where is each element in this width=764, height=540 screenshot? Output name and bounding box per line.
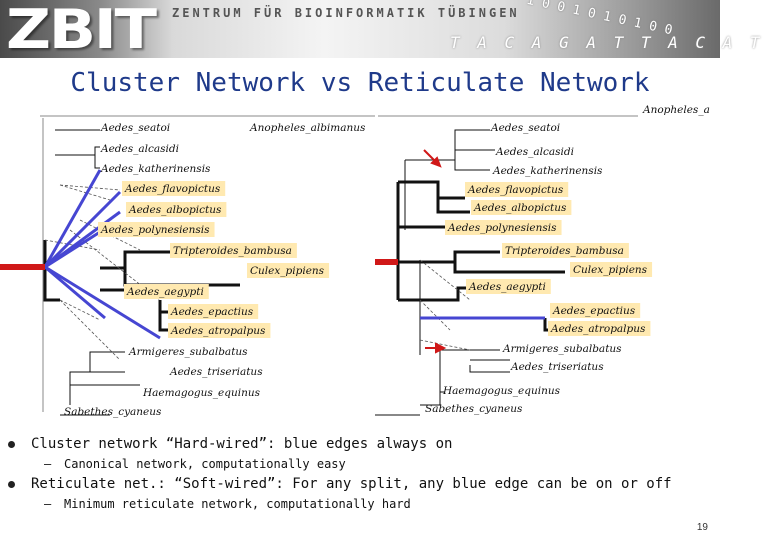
bullet-text: Cluster network “Hard-wired”: blue edges…	[31, 436, 453, 452]
taxon-label: Haemagogus_equinus	[442, 385, 561, 397]
sub-bullet-item: –Minimum reticulate network, computation…	[44, 497, 411, 511]
red-arrow-icon	[425, 342, 447, 354]
taxon-label: Aedes_epactius	[170, 306, 254, 318]
slide-title: Cluster Network vs Reticulate Network	[70, 68, 650, 98]
taxon-label: Aedes_flavopictus	[124, 183, 221, 195]
taxon-label: Sabethes_cyaneus	[64, 406, 162, 418]
taxon-label: Aedes_alcasidi	[100, 143, 179, 155]
right-labels: Anopheles_aAedes_seatoiAedes_alcasidiAed…	[425, 104, 710, 415]
taxon-highlight	[170, 243, 297, 258]
page-number: 19	[696, 522, 708, 533]
taxon-label: Armigeres_subalbatus	[128, 346, 248, 358]
taxon-label: Aedes_epactius	[552, 305, 636, 317]
left-blue-edges	[43, 169, 161, 340]
taxon-label: Aedes_katherinensis	[492, 165, 603, 177]
taxon-label: Aedes_katherinensis	[100, 163, 211, 175]
sub-bullet-text: Canonical network, computationally easy	[64, 457, 346, 471]
sub-bullet-item: –Canonical network, computationally easy	[44, 457, 346, 471]
taxon-label: Aedes_albopictus	[128, 204, 222, 216]
taxon-label: Aedes_polynesiensis	[447, 222, 557, 234]
taxon-label: Aedes_polynesiensis	[100, 224, 210, 236]
taxon-label: Aedes_triseriatus	[510, 361, 604, 373]
taxon-highlight	[98, 222, 215, 237]
taxon-label: Aedes_atropalpus	[170, 325, 266, 337]
taxon-label: Aedes_albopictus	[473, 202, 567, 214]
bullet-dot-icon	[8, 480, 15, 488]
red-arrow-icon	[423, 149, 442, 168]
taxon-label: Aedes_seatoi	[490, 122, 560, 134]
bullet-text: Reticulate net.: “Soft-wired”: For any s…	[31, 476, 672, 492]
right-reticulate-network: Anopheles_aAedes_seatoiAedes_alcasidiAed…	[375, 104, 710, 416]
taxon-label: Aedes_seatoi	[100, 122, 170, 134]
left-tree-edges	[55, 129, 140, 416]
taxon-label: Aedes_flavopictus	[467, 184, 564, 196]
taxon-highlight	[126, 202, 227, 217]
taxon-highlight	[122, 181, 226, 196]
taxon-label: Aedes_atropalpus	[550, 323, 646, 335]
right-dashed-edges	[419, 259, 471, 351]
taxon-highlight	[168, 304, 259, 319]
taxon-highlight	[124, 284, 209, 299]
sub-bullet-text: Minimum reticulate network, computationa…	[64, 497, 411, 511]
taxon-label: Tripteroides_bambusa	[173, 245, 292, 257]
dash-icon: –	[44, 497, 52, 511]
taxon-highlight	[471, 200, 572, 215]
taxon-highlight	[445, 220, 562, 235]
bullet-item: Cluster network “Hard-wired”: blue edges…	[8, 436, 452, 452]
taxon-highlight	[550, 303, 641, 318]
taxon-label: Tripteroides_bambusa	[505, 245, 624, 257]
bullet-dot-icon	[8, 440, 15, 448]
dna-sequence-decoration: T A C A G A T T A C A T	[450, 33, 764, 52]
dash-icon: –	[44, 457, 52, 471]
left-cluster-network: Aedes_seatoi Anopheles_albimanusAedes_alc…	[0, 115, 375, 418]
taxon-highlight	[570, 262, 653, 277]
right-thick-edges	[396, 180, 565, 332]
taxon-highlight	[466, 279, 551, 294]
taxon-highlight	[465, 182, 569, 197]
taxon-highlight	[168, 323, 271, 338]
networks-diagram: Aedes_seatoi Anopheles_albimanusAedes_alc…	[0, 104, 710, 418]
taxon-label: Culex_pipiens	[573, 264, 648, 276]
taxon-label: Aedes_triseriatus	[169, 366, 263, 378]
taxon-label: Aedes_alcasidi	[495, 146, 574, 158]
left-thick-edges	[43, 240, 240, 332]
taxon-label: Haemagogus_equinus	[142, 387, 261, 399]
taxon-label: Anopheles_albimanus	[249, 122, 366, 134]
taxon-label: Culex_pipiens	[250, 265, 325, 277]
taxon-label: Anopheles_a	[642, 104, 710, 116]
bullet-item: Reticulate net.: “Soft-wired”: For any s…	[8, 476, 672, 492]
zbit-logo: ZBIT	[6, 0, 157, 61]
taxon-highlight	[247, 263, 330, 278]
taxon-label: Sabethes_cyaneus	[425, 403, 523, 415]
taxon-highlight	[502, 243, 629, 258]
right-tree-edges	[375, 129, 510, 416]
left-labels: Aedes_seatoi Anopheles_albimanusAedes_alc…	[64, 122, 366, 418]
institute-name: ZENTRUM FÜR BIOINFORMATIK TÜBINGEN	[172, 6, 520, 20]
taxon-highlight	[548, 321, 651, 336]
taxon-label: Armigeres_subalbatus	[502, 343, 622, 355]
taxon-label: Aedes_aegypti	[126, 286, 204, 298]
header-banner: ZBIT ZENTRUM FÜR BIOINFORMATIK TÜBINGEN …	[0, 0, 760, 61]
taxon-label: Aedes_aegypti	[468, 281, 546, 293]
